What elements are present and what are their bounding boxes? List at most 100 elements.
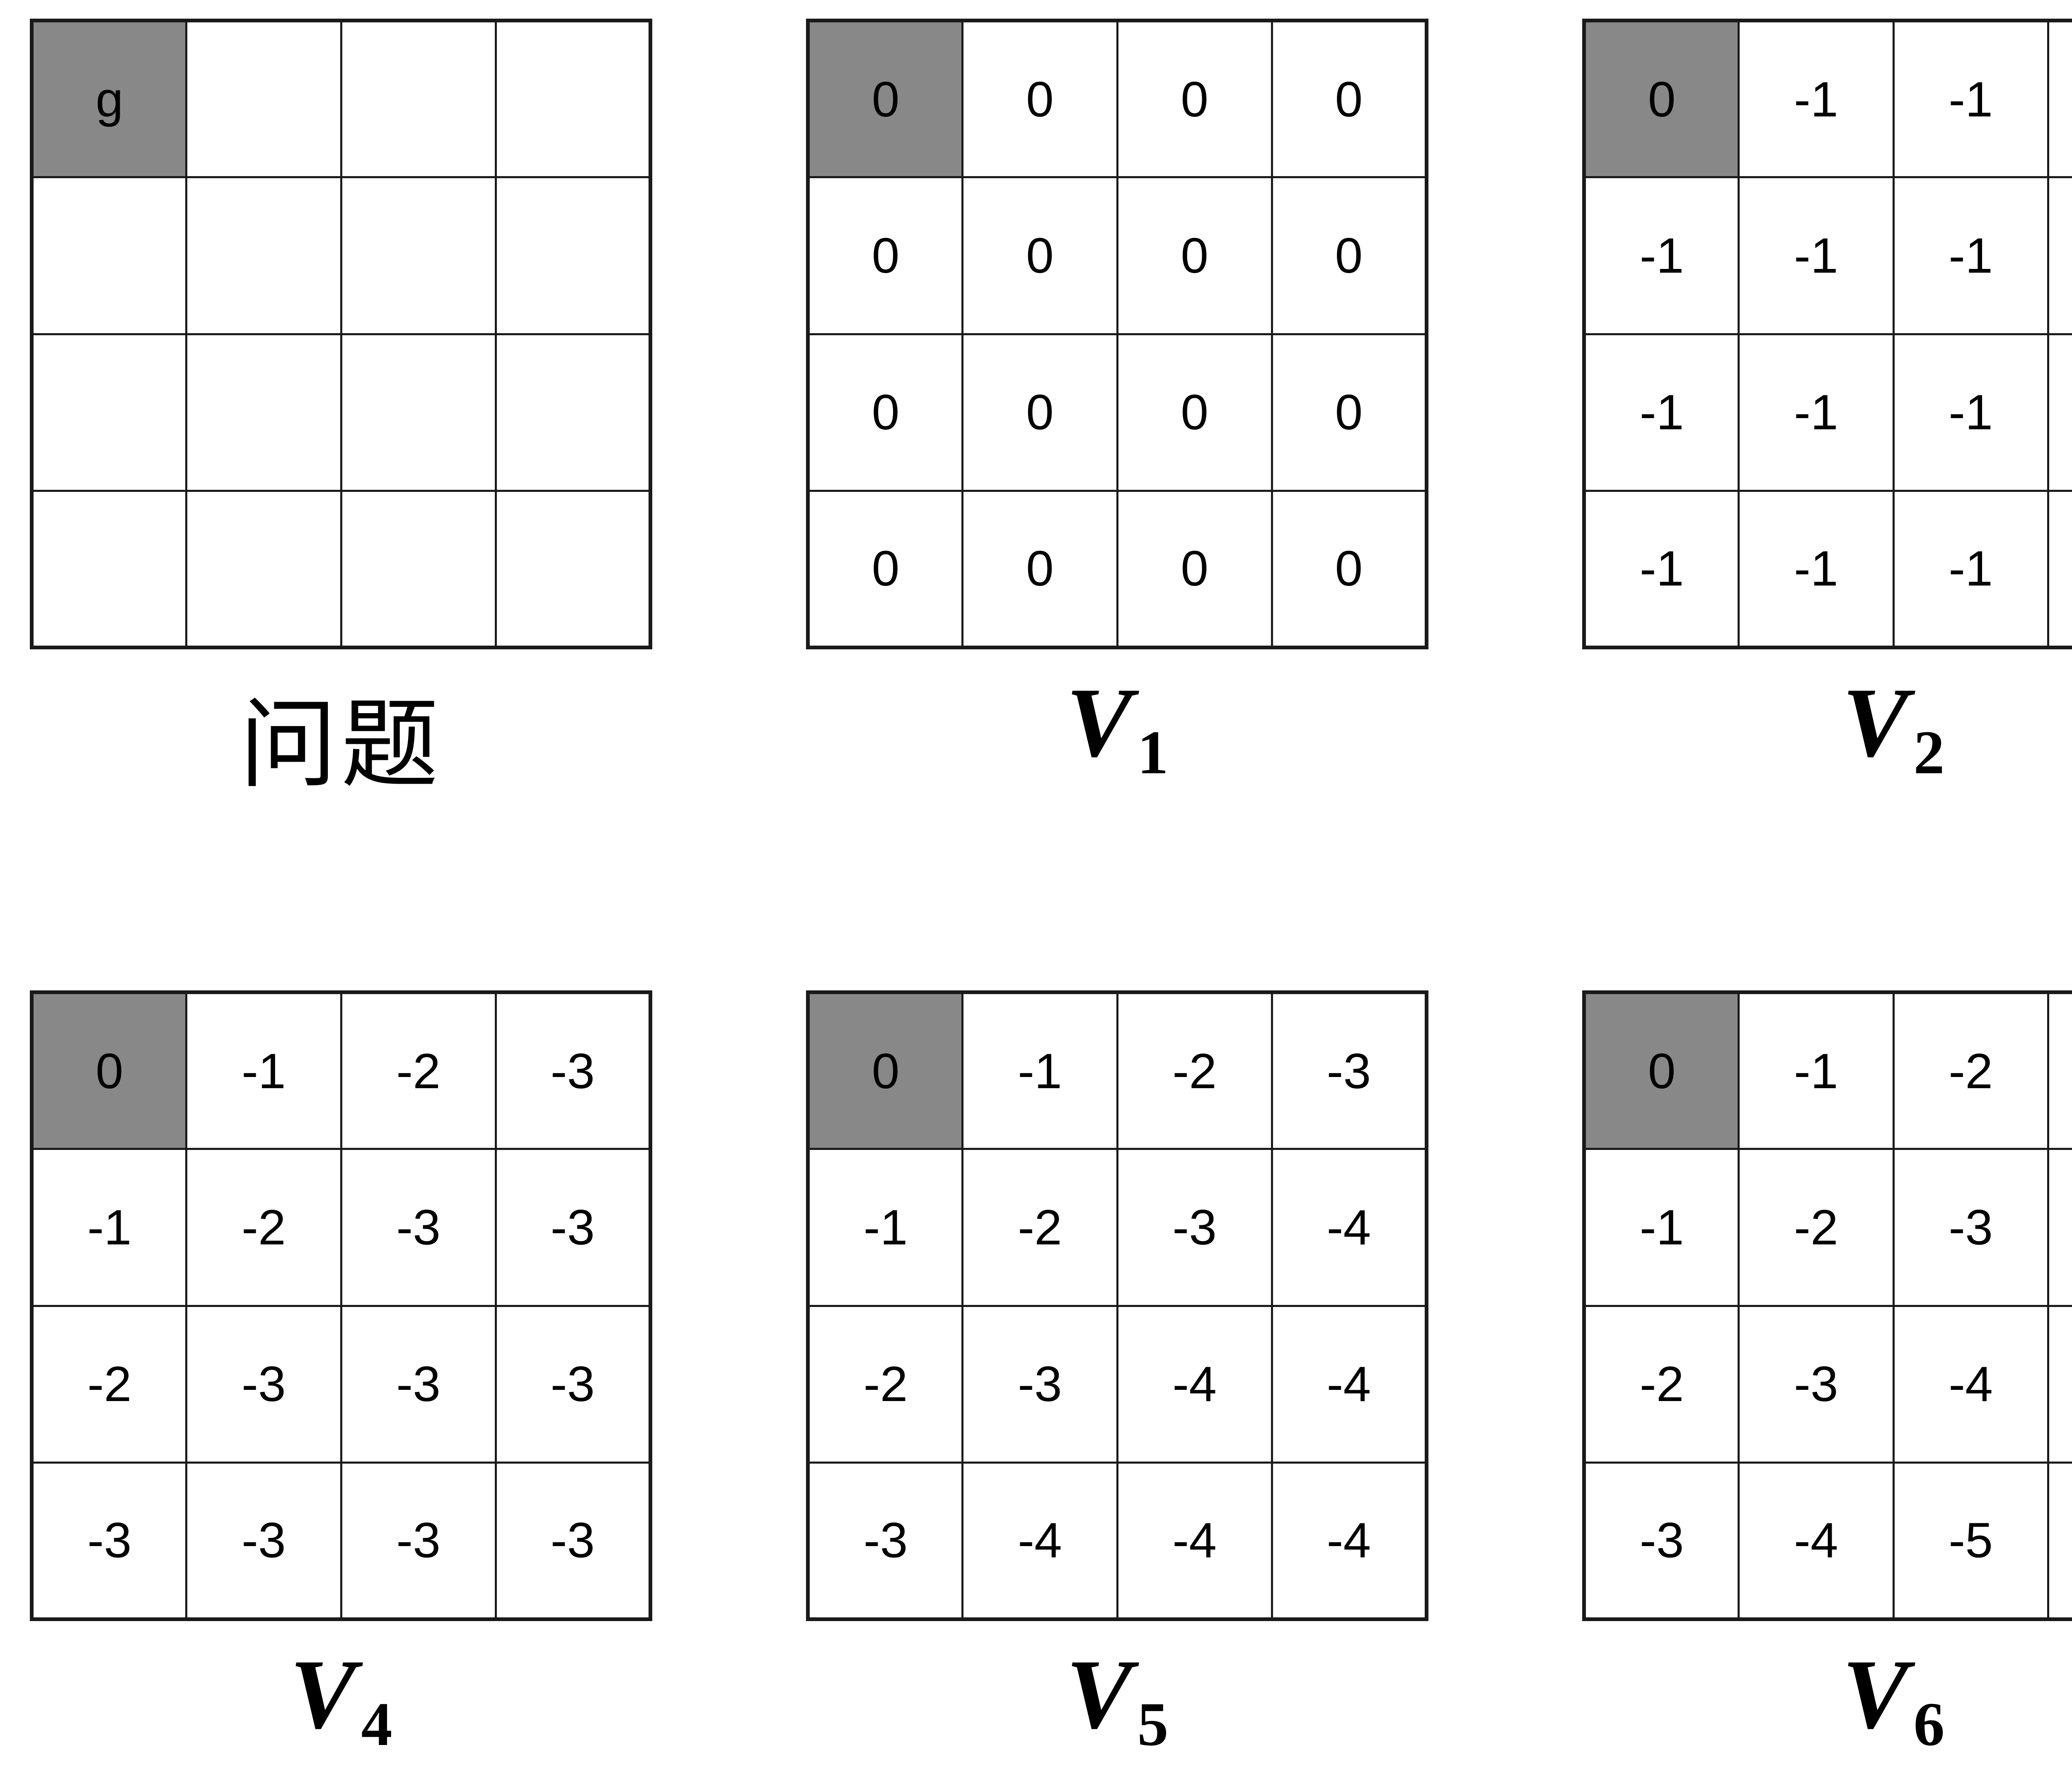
grid-cell: -1 (1583, 489, 1740, 649)
grid-cell: -3 (806, 1461, 964, 1621)
grid-caption-v6: V6 (1582, 1637, 2072, 1760)
grid-cell: -2 (1738, 1148, 1895, 1307)
grid-cell (185, 19, 342, 179)
grid-cell: 0 (1116, 19, 1273, 179)
grid-row (30, 489, 652, 649)
grid-cell: -1 (2047, 19, 2072, 179)
grid-row: -2-3-3-3 (30, 1304, 652, 1464)
grid-cell: -2 (961, 1148, 1118, 1307)
grid-cell: -1 (1738, 19, 1895, 179)
grid-cell: -3 (30, 1461, 188, 1621)
grid-cell: 0 (1271, 489, 1428, 649)
grid-cell: -1 (2047, 489, 2072, 649)
grid-cell: -3 (1116, 1148, 1273, 1307)
caption-symbol: V (290, 1639, 356, 1749)
grid-cell: -1 (1583, 333, 1740, 492)
grid-row: 0-1-2-3 (1583, 991, 2072, 1150)
grid-row: g (30, 19, 652, 179)
grid-cell: -4 (2047, 1148, 2072, 1307)
grid-cell (494, 176, 652, 335)
caption-symbol: V (1842, 667, 1909, 777)
grid-row (30, 333, 652, 492)
grid-cell: 0 (961, 333, 1118, 492)
grid-cell: -1 (806, 1148, 964, 1307)
grid-cell: -1 (1892, 489, 2049, 649)
grid-caption-v5: V5 (806, 1637, 1428, 1760)
grid-cell (30, 333, 188, 492)
grid-row: 0-1-1-1 (1583, 19, 2072, 179)
grid-cell: 0 (961, 489, 1118, 649)
grid-cell (30, 176, 188, 335)
grid-row: 0-1-2-3 (806, 991, 1428, 1150)
grid-cell (494, 19, 652, 179)
grid-cell: -2 (806, 1304, 964, 1464)
grid-cell: -1 (1583, 176, 1740, 335)
grid-cell: -1 (1892, 19, 2049, 179)
grid-cell: -2 (1116, 991, 1273, 1150)
grid-cell: 0 (1116, 489, 1273, 649)
grid-caption-v1: V1 (806, 665, 1428, 788)
grid-cell: -5 (2047, 1461, 2072, 1621)
grid-cell: -2 (340, 991, 497, 1150)
grid-cell: -3 (1892, 1148, 2049, 1307)
grid-cell: -1 (1738, 176, 1895, 335)
grid-cell: -3 (494, 1148, 652, 1307)
grid-cell: -3 (340, 1461, 497, 1621)
grid-cell: -3 (494, 1304, 652, 1464)
grid-cell: -5 (2047, 1304, 2072, 1464)
grid-panel-v6: 0-1-2-3-1-2-3-4-2-3-4-5-3-4-5-5V6 (1582, 990, 2072, 1759)
grid-cell (340, 176, 497, 335)
grid-cell (30, 489, 188, 649)
grid-cell: -1 (1892, 333, 2049, 492)
grid-cell (340, 489, 497, 649)
value-grid-v6: 0-1-2-3-1-2-3-4-2-3-4-5-3-4-5-5 (1582, 990, 2072, 1621)
grid-cell (340, 333, 497, 492)
grid-cell: 0 (961, 19, 1118, 179)
grid-caption-problem: 问题 (30, 665, 652, 806)
grid-row: 0-1-2-3 (30, 991, 652, 1150)
grid-cell: -4 (1271, 1148, 1428, 1307)
grid-cell-goal: g (30, 19, 188, 179)
grid-cell: -2 (185, 1148, 342, 1307)
caption-subscript: 2 (1913, 718, 1945, 787)
grid-cell: 0 (1271, 19, 1428, 179)
grid-row: -2-3-4-5 (1583, 1304, 2072, 1464)
grid-cell: 0 (806, 176, 964, 335)
grid-cell: -5 (1892, 1461, 2049, 1621)
value-grid-v2: 0-1-1-1-1-1-1-1-1-1-1-1-1-1-1-1 (1582, 19, 2072, 649)
grid-cell-goal: 0 (1583, 19, 1740, 179)
grid-cell: -1 (1583, 1148, 1740, 1307)
grid-row: -1-1-1-1 (1583, 489, 2072, 649)
grid-row: -3-4-5-5 (1583, 1461, 2072, 1621)
caption-symbol: V (1842, 1639, 1909, 1749)
value-grid-problem: g (30, 19, 652, 649)
grid-caption-v2: V2 (1582, 665, 2072, 788)
value-grid-v4: 0-1-2-3-1-2-3-3-2-3-3-3-3-3-3-3 (30, 990, 652, 1621)
grid-cell: -3 (1271, 991, 1428, 1150)
grid-cell: -4 (961, 1461, 1118, 1621)
grid-cell-goal: 0 (806, 19, 964, 179)
grid-cell: -3 (1583, 1461, 1740, 1621)
grid-cell: -1 (1738, 991, 1895, 1150)
grid-cell: -3 (340, 1148, 497, 1307)
grid-cell: -1 (1892, 176, 2049, 335)
grid-row: -1-2-3-4 (806, 1148, 1428, 1307)
grid-cell-goal: 0 (806, 991, 964, 1150)
grid-cell: 0 (1271, 176, 1428, 335)
grid-row: -1-2-3-4 (1583, 1148, 2072, 1307)
value-grid-v5: 0-1-2-3-1-2-3-4-2-3-4-4-3-4-4-4 (806, 990, 1428, 1621)
grid-cell (340, 19, 497, 179)
grid-cell: -4 (1116, 1304, 1273, 1464)
grid-cell: 0 (1116, 333, 1273, 492)
grid-cell (494, 489, 652, 649)
grid-cell: -1 (961, 991, 1118, 1150)
grid-cell: -2 (30, 1304, 188, 1464)
grid-cell: -4 (1271, 1304, 1428, 1464)
